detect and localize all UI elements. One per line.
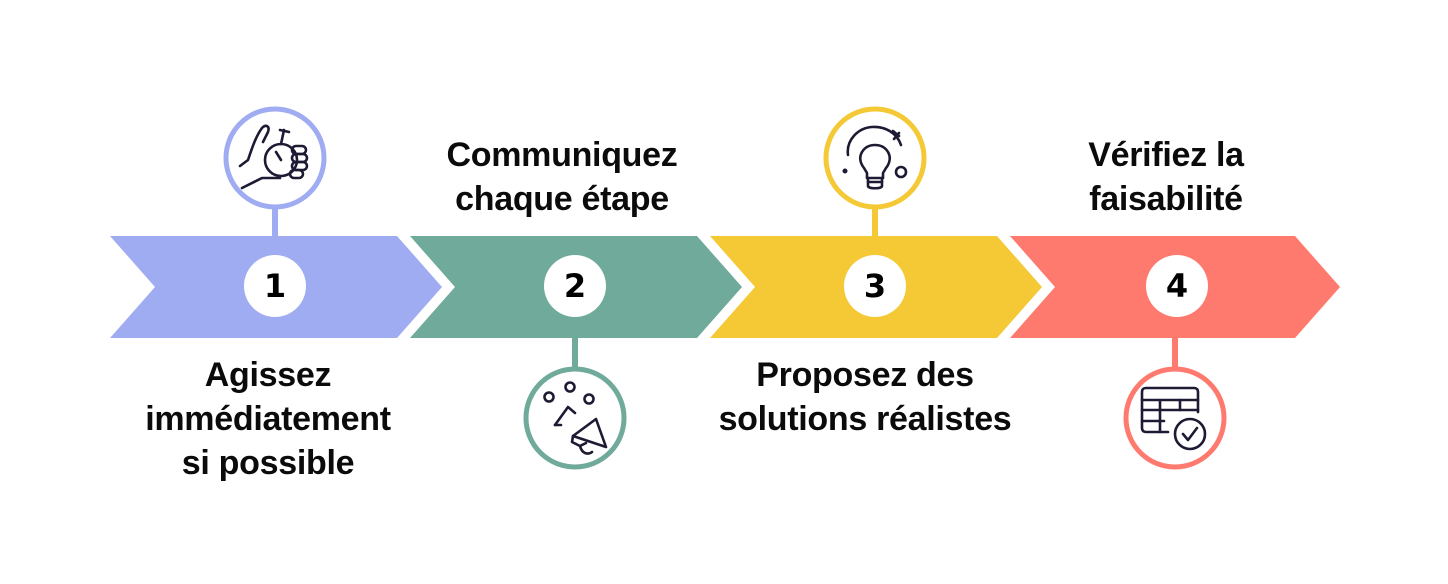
step-label-1-line-3: si possible (181, 444, 355, 482)
step-label-1: Agissez immédiatement si possible (108, 353, 428, 485)
connector-step-3 (872, 208, 878, 238)
step-label-2: Communiquez chaque étape (402, 133, 722, 221)
icon-circle-step-1 (223, 106, 327, 210)
step-number-badge-4: 4 (1146, 255, 1208, 317)
lightbulb-idea-icon (842, 125, 908, 190)
step-label-1-line-2: immédiatement (145, 400, 391, 438)
step-label-2-line-2: chaque étape (455, 180, 669, 218)
megaphone-people-icon (543, 381, 608, 455)
step-label-4-line-1: Vérifiez la (1088, 136, 1244, 174)
step-label-1-line-1: Agissez (204, 356, 332, 394)
hand-stopwatch-icon (238, 124, 309, 190)
step-number-badge-3: 3 (844, 255, 906, 317)
step-number-1: 1 (263, 267, 287, 305)
step-number-2: 2 (563, 267, 587, 305)
icon-circle-step-3 (823, 106, 927, 210)
step-label-2-line-1: Communiquez (446, 136, 678, 174)
connector-step-1 (272, 208, 278, 238)
step-label-3-line-2: solutions réalistes (718, 400, 1012, 438)
connector-step-2 (572, 336, 578, 368)
step-number-badge-1: 1 (244, 255, 306, 317)
step-number-3: 3 (863, 267, 887, 305)
step-label-3: Proposez des solutions réalistes (700, 353, 1030, 441)
step-number-4: 4 (1165, 267, 1189, 305)
step-label-4-line-2: faisabilité (1089, 180, 1243, 218)
step-label-3-line-1: Proposez des (756, 356, 974, 394)
step-label-4: Vérifiez la faisabilité (1006, 133, 1326, 221)
icon-circle-step-2 (523, 366, 627, 470)
connector-step-4 (1172, 336, 1178, 368)
table-check-icon (1140, 386, 1207, 451)
step-number-badge-2: 2 (544, 255, 606, 317)
